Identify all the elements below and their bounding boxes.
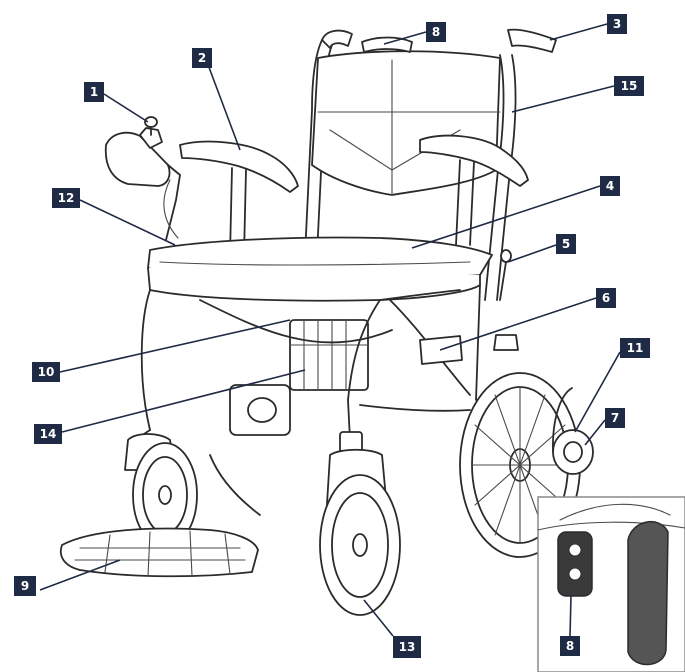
callout-12-label: 12 — [58, 191, 75, 205]
right-armrest — [419, 134, 529, 246]
rear-hub-motor — [552, 387, 594, 475]
callout-15: 15 — [614, 76, 644, 96]
leader-6 — [439, 297, 597, 351]
leader-1 — [103, 93, 149, 123]
callout-13-label: 13 — [399, 640, 416, 654]
callout-14-label: 14 — [40, 427, 57, 441]
power-led-icon — [568, 567, 582, 581]
callout-badges: 1 2 3 4 5 6 7 8 — [14, 14, 650, 658]
callout-inset-8-label: 8 — [566, 639, 574, 653]
callout-4: 4 — [600, 176, 620, 196]
callout-2-label: 2 — [198, 51, 206, 65]
leader-10 — [59, 319, 291, 373]
callout-1: 1 — [84, 82, 104, 102]
callout-1-label: 1 — [90, 85, 98, 99]
leader-9 — [39, 559, 121, 591]
power-button-icon — [568, 543, 582, 557]
callout-8-label: 8 — [432, 25, 440, 39]
callout-6-label: 6 — [602, 291, 610, 305]
callout-inset-8: 8 — [560, 636, 580, 656]
leader-5 — [507, 244, 557, 263]
callout-15-label: 15 — [621, 79, 638, 93]
callout-9-label: 9 — [21, 579, 29, 593]
callout-11: 11 — [620, 338, 650, 358]
callout-13: 13 — [393, 636, 421, 658]
front-left-wheel — [124, 429, 198, 548]
callout-2: 2 — [192, 48, 212, 68]
callout-3: 3 — [607, 14, 627, 34]
callout-10-label: 10 — [38, 365, 55, 379]
callout-14: 14 — [34, 424, 62, 444]
leader-8 — [383, 31, 427, 45]
seat — [147, 236, 493, 302]
power-button-housing — [557, 531, 593, 597]
leader-14 — [61, 369, 306, 433]
callout-5-label: 5 — [562, 237, 570, 251]
callout-4-label: 4 — [606, 179, 614, 193]
inset-panel — [537, 496, 685, 672]
leader-4 — [411, 185, 601, 249]
joystick-controller — [104, 116, 181, 241]
callout-11-label: 11 — [627, 341, 644, 355]
leader-15 — [511, 85, 615, 113]
brake-lever — [493, 249, 519, 351]
callout-3-label: 3 — [613, 17, 621, 31]
leader-2 — [206, 61, 241, 151]
battery-frame — [140, 284, 481, 436]
callout-7-label: 7 — [611, 411, 619, 425]
leader-12 — [79, 199, 176, 246]
callout-8: 8 — [426, 22, 446, 42]
leader-13 — [363, 599, 394, 637]
callout-12: 12 — [52, 188, 80, 208]
leader-7 — [584, 419, 606, 446]
callout-10: 10 — [32, 362, 60, 382]
callout-6: 6 — [596, 288, 616, 308]
inset-armrest-grip — [627, 521, 669, 666]
leader-11 — [574, 351, 621, 433]
leader-lines — [39, 23, 621, 637]
callout-7: 7 — [605, 408, 625, 428]
callout-9: 9 — [14, 576, 36, 596]
leader-3 — [549, 23, 608, 41]
callout-5: 5 — [556, 234, 576, 254]
front-caster-wheel — [319, 399, 401, 616]
backrest-frame — [304, 28, 557, 301]
